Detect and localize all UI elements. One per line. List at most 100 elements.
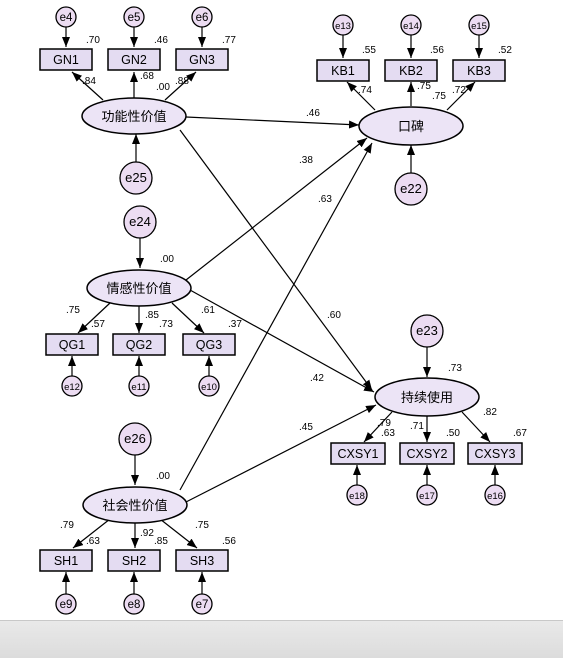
- r2-label-qg1: .57: [91, 319, 105, 330]
- indicator-box-gn2[interactable]: [107, 48, 161, 71]
- error-label-e23: e23: [416, 323, 438, 338]
- error-label-e25: e25: [125, 170, 147, 185]
- error-circle-e12[interactable]: [61, 375, 83, 397]
- error-circle-e23[interactable]: [410, 314, 444, 348]
- error-label-e4: e4: [60, 12, 73, 24]
- indicator-label-kb1: KB1: [331, 64, 355, 78]
- path-qg-kb: [185, 137, 368, 281]
- latent-ellipse-gn[interactable]: [81, 97, 187, 135]
- error-label-e18: e18: [349, 491, 365, 502]
- path-coef-gn-cx: .60: [327, 310, 341, 321]
- error-circle-e8[interactable]: [123, 593, 145, 615]
- indicator-box-cx2[interactable]: [399, 442, 455, 465]
- error-label-e15: e15: [471, 21, 487, 32]
- error-circle-e25[interactable]: [119, 161, 153, 195]
- error-label-e14: e14: [403, 21, 419, 32]
- r2-label-qg3: .37: [228, 319, 242, 330]
- indicator-label-gn2: GN2: [121, 53, 147, 67]
- latent-label-gn: 功能性价值: [101, 109, 166, 124]
- r2-label-gn1: .70: [86, 35, 100, 46]
- error-circle-e4[interactable]: [55, 6, 77, 28]
- r2-label-cx: .73: [448, 363, 462, 374]
- loading-label-kb2: .75: [417, 81, 431, 92]
- indicator-box-sh1[interactable]: [39, 549, 93, 572]
- loading-label-gn1: .84: [82, 76, 96, 87]
- error-circle-e5[interactable]: [123, 6, 145, 28]
- error-circle-e7[interactable]: [191, 593, 213, 615]
- indicator-label-qg3: QG3: [196, 338, 222, 352]
- path-kb-kb3: [446, 81, 476, 111]
- r2-label-sh: .00: [156, 471, 170, 482]
- error-circle-e14[interactable]: [400, 14, 422, 36]
- path-qg-qg3: [171, 302, 205, 334]
- error-circle-e10[interactable]: [198, 375, 220, 397]
- r2-label-cx1: .63: [381, 428, 395, 439]
- indicator-box-gn1[interactable]: [39, 48, 93, 71]
- latent-label-kb: 口碑: [398, 119, 424, 134]
- loading-label-sh2: .92: [140, 528, 154, 539]
- path-sh-sh3: [159, 518, 198, 549]
- indicator-label-qg1: QG1: [59, 338, 85, 352]
- path-gn-gn3: [164, 71, 197, 101]
- r2-label-sh3: .56: [222, 536, 236, 547]
- error-label-e6: e6: [196, 12, 209, 24]
- r2-label-kb1: .55: [362, 45, 376, 56]
- indicator-label-gn1: GN1: [53, 53, 79, 67]
- loading-label-cx3: .82: [483, 407, 497, 418]
- indicator-label-gn3: GN3: [189, 53, 215, 67]
- indicator-box-qg1[interactable]: [45, 333, 99, 356]
- error-circle-e11[interactable]: [128, 375, 150, 397]
- r2-label-gn: .00: [156, 82, 170, 93]
- indicator-box-gn3[interactable]: [175, 48, 229, 71]
- indicator-box-cx1[interactable]: [330, 442, 386, 465]
- loading-label-gn2: .68: [140, 71, 154, 82]
- error-circle-e22[interactable]: [394, 172, 428, 206]
- status-bar: [0, 620, 563, 658]
- r2-label-kb2: .56: [430, 45, 444, 56]
- path-qg-cx: [189, 289, 375, 393]
- error-circle-e16[interactable]: [484, 484, 506, 506]
- path-sh-sh1: [72, 518, 111, 549]
- path-sh-cx: [185, 404, 377, 503]
- indicator-label-cx1: CXSY1: [338, 447, 379, 461]
- error-circle-e15[interactable]: [468, 14, 490, 36]
- indicator-label-kb2: KB2: [399, 64, 423, 78]
- loading-label-kb3: .72: [452, 85, 466, 96]
- indicator-box-qg2[interactable]: [112, 333, 166, 356]
- indicator-box-sh2[interactable]: [107, 549, 161, 572]
- error-circle-e18[interactable]: [346, 484, 368, 506]
- path-coef-sh-cx: .45: [299, 422, 313, 433]
- loading-label-gn3: .88: [175, 76, 189, 87]
- indicator-box-kb3[interactable]: [452, 59, 506, 82]
- loading-label-cx2: .71: [410, 421, 424, 432]
- error-circle-e24[interactable]: [123, 205, 157, 239]
- error-label-e11: e11: [131, 382, 146, 393]
- error-circle-e6[interactable]: [191, 6, 213, 28]
- path-coef-gn-kb: .46: [306, 108, 320, 119]
- error-circle-e9[interactable]: [55, 593, 77, 615]
- latent-ellipse-sh[interactable]: [82, 486, 188, 524]
- path-cx-cx3: [461, 411, 491, 443]
- loading-label-qg2: .85: [145, 310, 159, 321]
- r2-label-kb: .75: [432, 91, 446, 102]
- error-circle-e17[interactable]: [416, 484, 438, 506]
- indicator-box-qg3[interactable]: [182, 333, 236, 356]
- indicator-box-kb1[interactable]: [316, 59, 370, 82]
- path-coef-sh-kb: .63: [318, 194, 332, 205]
- error-circle-e26[interactable]: [118, 422, 152, 456]
- r2-label-qg: .00: [160, 254, 174, 265]
- r2-label-cx2: .50: [446, 428, 460, 439]
- loading-label-qg1: .75: [66, 305, 80, 316]
- latent-ellipse-kb[interactable]: [358, 106, 464, 146]
- latent-label-sh: 社会性价值: [102, 498, 167, 513]
- latent-ellipse-qg[interactable]: [86, 269, 192, 307]
- error-circle-e13[interactable]: [332, 14, 354, 36]
- r2-label-sh1: .63: [86, 536, 100, 547]
- indicator-box-cx3[interactable]: [467, 442, 523, 465]
- indicator-box-sh3[interactable]: [175, 549, 229, 572]
- loading-label-kb1: .74: [358, 85, 372, 96]
- latent-ellipse-cx[interactable]: [374, 377, 480, 417]
- path-qg-qg1: [77, 302, 111, 334]
- sem-path-diagram: 功能性价值 口碑 情感性价值 持续使用 社会性价值 GN1 GN2 GN3 KB…: [39, 6, 527, 615]
- indicator-box-kb2[interactable]: [384, 59, 438, 82]
